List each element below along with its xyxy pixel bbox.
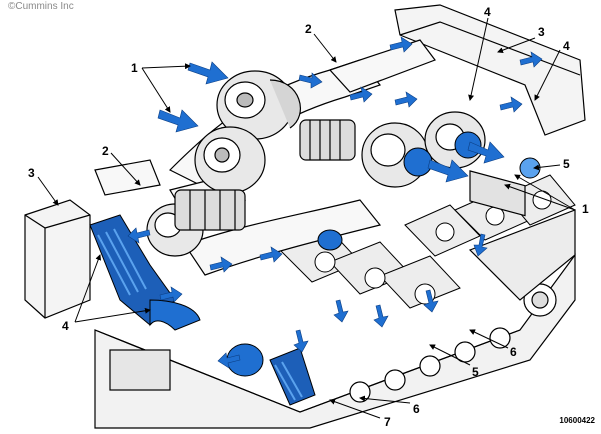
flow-arrow-c bbox=[349, 86, 373, 103]
callout-2-upper: 2 bbox=[305, 22, 312, 36]
callout-4-top: 4 bbox=[484, 5, 491, 19]
callout-5-right: 5 bbox=[563, 157, 570, 171]
right-mounting-frame bbox=[394, 4, 586, 217]
flow-arrow-e bbox=[499, 96, 523, 113]
exhaust-bellows bbox=[174, 119, 356, 231]
callout-4-left: 4 bbox=[62, 319, 69, 333]
callout-2-left: 2 bbox=[102, 144, 109, 158]
callout-3-left: 3 bbox=[28, 166, 35, 180]
turbocharger-front-left bbox=[194, 126, 266, 194]
air-flow-arrows bbox=[127, 36, 543, 369]
callout-leaders bbox=[37, 17, 576, 419]
flow-arrow-f bbox=[519, 51, 543, 68]
callout-labels: 1 1 2 2 3 3 4 4 4 5 5 6 6 7 bbox=[28, 5, 589, 429]
engine-block bbox=[94, 209, 576, 429]
callout-6-right: 6 bbox=[510, 345, 517, 359]
flow-arrow-n bbox=[159, 286, 183, 303]
flow-arrow-d bbox=[394, 91, 418, 108]
flow-arrow-j bbox=[333, 299, 349, 323]
callout-5-bottom: 5 bbox=[472, 365, 479, 379]
flow-arrow-g bbox=[127, 227, 151, 244]
turbocharger-rear-left bbox=[216, 70, 301, 140]
flow-arrow-a bbox=[298, 72, 323, 89]
callout-1-right: 1 bbox=[582, 202, 589, 216]
flow-arrow-i bbox=[259, 246, 283, 263]
intake-arrow-1 bbox=[187, 61, 229, 85]
flow-arrow-b bbox=[389, 36, 413, 53]
turbochargers bbox=[146, 70, 486, 257]
intake-arrow-4 bbox=[467, 141, 505, 164]
callout-1-upper: 1 bbox=[131, 61, 138, 75]
flow-arrow-m bbox=[473, 233, 488, 257]
callout-3-right: 3 bbox=[538, 25, 545, 39]
callout-7: 7 bbox=[384, 415, 391, 429]
figure-id: 10600422 bbox=[559, 416, 595, 425]
copyright-notice: ©Cummins Inc bbox=[8, 1, 74, 12]
callout-6-bottom: 6 bbox=[413, 402, 420, 416]
intake-arrow-3 bbox=[427, 159, 469, 183]
flow-arrow-l bbox=[423, 289, 439, 313]
flow-arrow-o bbox=[217, 352, 241, 369]
flow-arrow-k bbox=[373, 304, 389, 328]
intake-arrow-2 bbox=[157, 109, 199, 133]
flow-arrow-p bbox=[293, 329, 309, 353]
flow-arrow-h bbox=[209, 256, 233, 273]
aftercooler-lower bbox=[226, 343, 316, 406]
left-mounting-frame bbox=[24, 199, 91, 319]
callout-4-right: 4 bbox=[563, 39, 570, 53]
